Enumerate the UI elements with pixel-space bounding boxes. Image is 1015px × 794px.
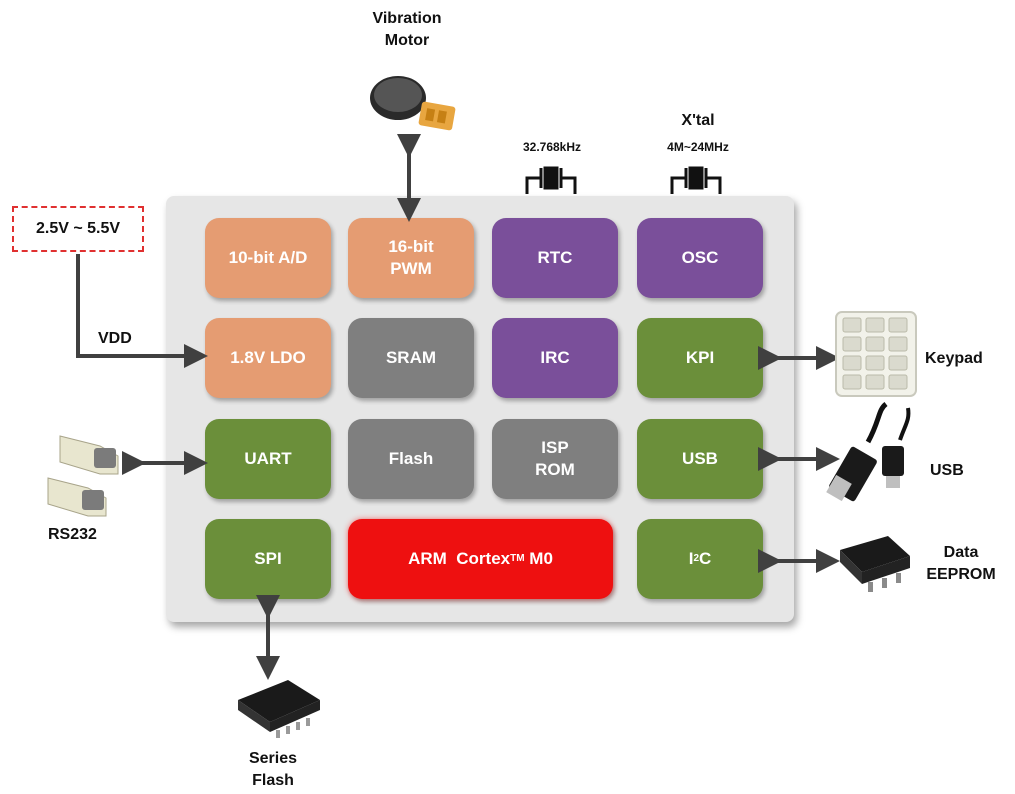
block-flash: Flash [348,419,474,499]
block-isp-rom: ISP ROM [492,419,618,499]
keypad-icon [835,311,917,397]
usb-label: USB [930,462,964,479]
vdd-arrow [76,254,208,368]
usb-plug-icon [826,402,911,502]
block-spi: SPI [205,519,331,599]
block-kpi: KPI [637,318,763,398]
flash-chip-icon [238,680,320,738]
block-sram: SRAM [348,318,474,398]
block-ad: 10-bit A/D [205,218,331,298]
data-eeprom-label: Data EEPROM [926,544,996,583]
block-rtc: RTC [492,218,618,298]
block-osc: OSC [637,218,763,298]
series-flash-label: Series Flash [248,750,298,789]
block-irc: IRC [492,318,618,398]
rs232-label: RS232 [48,526,97,543]
rtc-crystal-label: 32.768kHz [522,140,582,154]
vibration-motor-icon [370,76,456,131]
keypad-label: Keypad [925,350,983,367]
vdd-label: VDD [98,330,132,347]
rs232-connector-icon [47,435,119,517]
block-usb: USB [637,419,763,499]
xtal-title: X'tal [681,112,715,129]
xtal-crystal-icon [670,166,722,194]
vibration-motor-label: Vibration Motor [372,10,442,49]
block-ldo: 1.8V LDO [205,318,331,398]
xtal-freq-label: 4M~24MHz [667,140,729,154]
block-uart: UART [205,419,331,499]
eeprom-chip-icon [840,536,910,592]
input-voltage-box: 2.5V ~ 5.5V [12,206,144,252]
crystal-icon [525,166,577,194]
block-pwm: 16-bit PWM [348,218,474,298]
